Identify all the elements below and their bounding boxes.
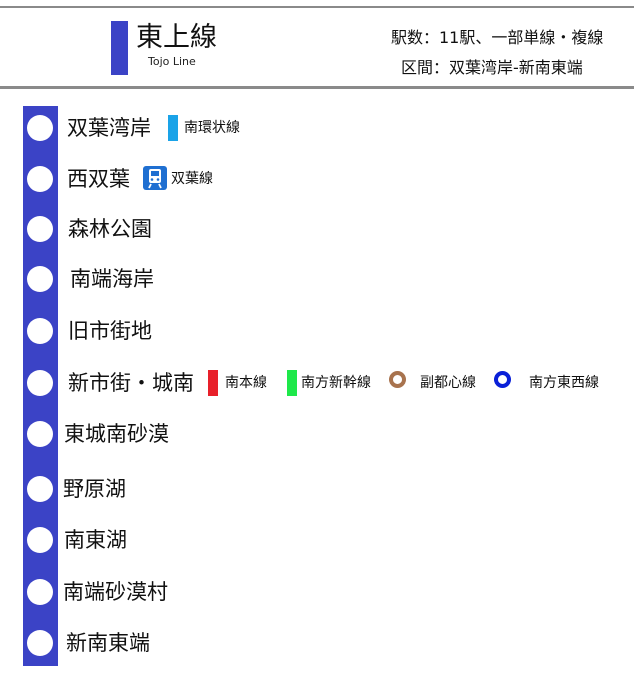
station-marker [27, 266, 53, 292]
station-row: 旧市街地 [0, 311, 634, 351]
line-ring-icon [494, 371, 511, 388]
station-row: 双葉湾岸 南環状線 [0, 108, 634, 148]
station-row: 新市街・城南 南本線 南方新幹線 副都心線 南方東西線 [0, 363, 634, 403]
station-name: 東城南砂漠 [64, 422, 169, 446]
station-row: 南端海岸 [0, 259, 634, 299]
station-name: 新南東端 [66, 631, 150, 655]
station-name: 新市街・城南 [68, 371, 194, 395]
station-name: 森林公園 [68, 217, 152, 241]
station-marker [27, 115, 53, 141]
transfer-line-label: 双葉線 [171, 171, 213, 187]
station-marker [27, 318, 53, 344]
transfer-line-label: 副都心線 [420, 375, 476, 391]
station-marker [27, 579, 53, 605]
transfer-line-label: 南環状線 [184, 120, 240, 136]
section-info: 区間：双葉湾岸-新南東端 [401, 58, 583, 77]
transfer-line-label: 南方新幹線 [301, 375, 371, 391]
station-marker [27, 527, 53, 553]
line-color-bar [287, 370, 297, 396]
station-name: 南東湖 [64, 528, 127, 552]
station-name: 南端海岸 [70, 267, 154, 291]
station-marker [27, 370, 53, 396]
station-row: 南東湖 [0, 520, 634, 560]
station-marker [27, 216, 53, 242]
train-icon [143, 166, 167, 190]
transfer-line-label: 南本線 [225, 375, 267, 391]
station-row: 森林公園 [0, 209, 634, 249]
station-count-info: 駅数：11駅、一部単線・複線 [391, 28, 604, 47]
line-name-english: Tojo Line [148, 55, 196, 68]
line-header: 東上線 Tojo Line 駅数：11駅、一部単線・複線 区間：双葉湾岸-新南東… [0, 0, 634, 89]
station-row: 野原湖 [0, 469, 634, 509]
station-row: 東城南砂漠 [0, 414, 634, 454]
line-color-bar [168, 115, 178, 141]
top-divider [0, 6, 634, 8]
header-divider [0, 86, 634, 89]
station-marker [27, 476, 53, 502]
station-marker [27, 421, 53, 447]
station-name: 西双葉 [67, 167, 130, 191]
line-name: 東上線 [136, 22, 217, 53]
station-name: 旧市街地 [68, 319, 152, 343]
station-marker [27, 630, 53, 656]
station-row: 西双葉 双葉線 [0, 159, 634, 199]
line-color-bar [208, 370, 218, 396]
line-ring-icon [389, 371, 406, 388]
station-row: 南端砂漠村 [0, 572, 634, 612]
station-name: 野原湖 [63, 477, 126, 501]
station-marker [27, 166, 53, 192]
line-color-swatch [111, 21, 128, 75]
transfer-line-label: 南方東西線 [529, 375, 599, 391]
station-name: 双葉湾岸 [67, 116, 151, 140]
station-name: 南端砂漠村 [63, 580, 168, 604]
station-row: 新南東端 [0, 623, 634, 663]
